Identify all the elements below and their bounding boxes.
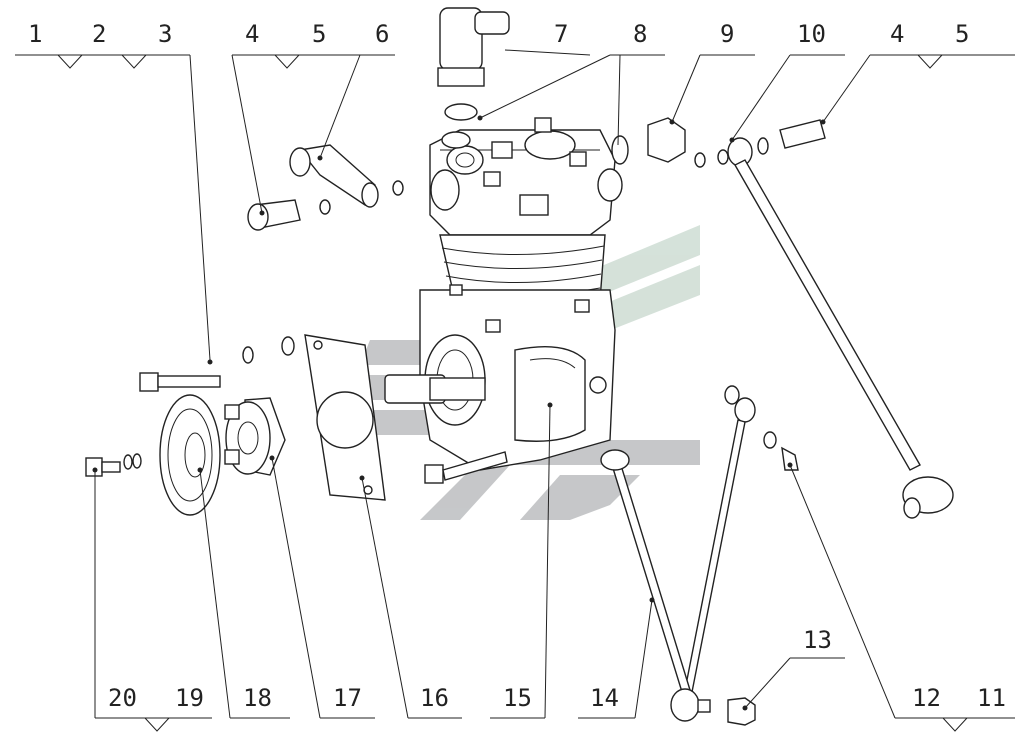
callout-5-left: 5 bbox=[312, 20, 326, 48]
callout-17: 17 bbox=[333, 684, 362, 712]
cylinder-head bbox=[429, 117, 623, 236]
callout-3: 3 bbox=[158, 20, 172, 48]
callout-12: 12 bbox=[912, 684, 941, 712]
callout-18: 18 bbox=[243, 684, 272, 712]
callout-13: 13 bbox=[803, 626, 832, 654]
gear-bolt bbox=[85, 453, 142, 477]
bolt-and-washers bbox=[139, 336, 295, 392]
callout-11: 11 bbox=[977, 684, 1006, 712]
callout-15: 15 bbox=[503, 684, 532, 712]
hub bbox=[224, 397, 286, 476]
drive-shaft bbox=[384, 374, 486, 404]
lower-bolt bbox=[424, 451, 508, 484]
outlet-fitting bbox=[441, 117, 686, 165]
callout-16: 16 bbox=[420, 684, 449, 712]
callout-2: 2 bbox=[92, 20, 106, 48]
callout-9: 9 bbox=[720, 20, 734, 48]
callout-6: 6 bbox=[375, 20, 389, 48]
callout-10: 10 bbox=[797, 20, 826, 48]
callout-20: 20 bbox=[108, 684, 137, 712]
leader-dots bbox=[92, 115, 826, 711]
left-fittings bbox=[247, 144, 404, 231]
callout-14: 14 bbox=[590, 684, 619, 712]
banjo-pipe-right bbox=[694, 119, 954, 519]
callout-labels: 1 2 3 4 5 6 7 8 9 10 4 5 20 19 18 17 16 … bbox=[28, 20, 1006, 712]
callout-1: 1 bbox=[28, 20, 42, 48]
callout-19: 19 bbox=[175, 684, 204, 712]
lower-pipes bbox=[600, 385, 799, 726]
gear bbox=[159, 394, 221, 516]
callout-4-right: 4 bbox=[890, 20, 904, 48]
callout-5-right: 5 bbox=[955, 20, 969, 48]
callout-7: 7 bbox=[554, 20, 568, 48]
gasket bbox=[304, 334, 386, 501]
callout-4-left: 4 bbox=[245, 20, 259, 48]
callout-8: 8 bbox=[633, 20, 647, 48]
leader-lines bbox=[15, 49, 1015, 732]
inlet-fitting bbox=[437, 7, 510, 121]
